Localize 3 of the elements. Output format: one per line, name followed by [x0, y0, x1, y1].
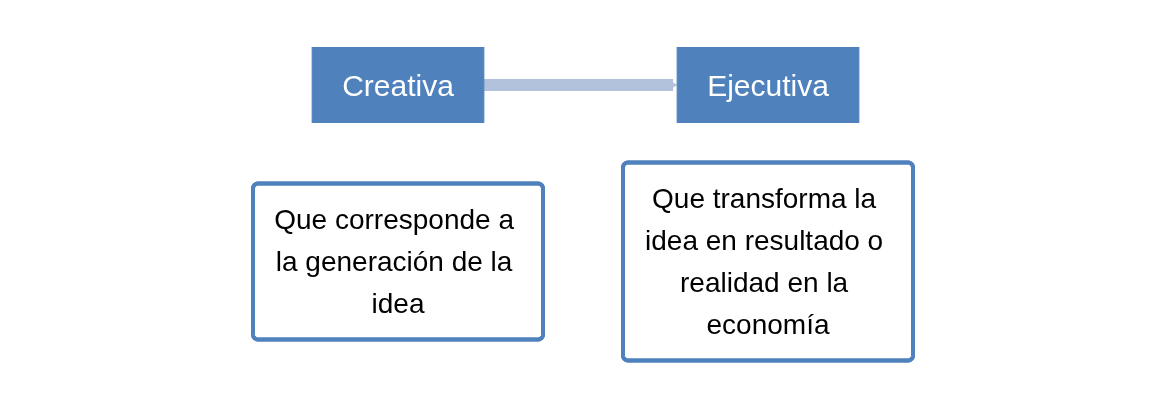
node-box: Creativa [311, 47, 484, 123]
arrow [483, 79, 678, 91]
node-box: Ejecutiva [676, 47, 859, 123]
